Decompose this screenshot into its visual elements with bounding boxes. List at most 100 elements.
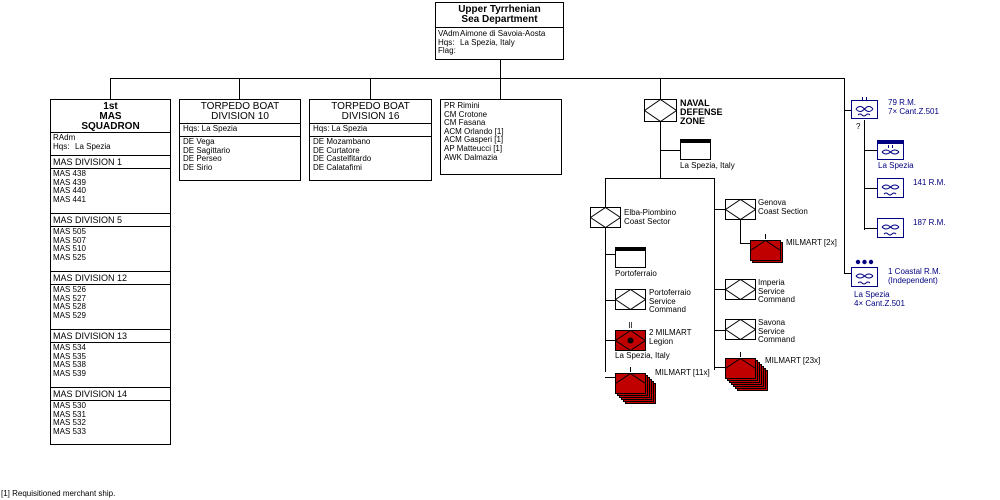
imperia-label: Imperia Service Command	[758, 278, 795, 305]
coastal-squadron-name: 1 Coastal R.M.	[888, 267, 941, 276]
mas-boat: MAS 527	[53, 293, 86, 303]
mas-hq: La Spezia	[75, 141, 111, 151]
root-rank: VAdm	[438, 29, 460, 38]
tb16-title-line-2: DIVISION 16	[341, 111, 400, 122]
milmart-2x-label: MILMART [2x]	[786, 238, 837, 247]
squadron-141-label: 141 R.M.	[913, 178, 946, 187]
milmart-11x-stack-icon	[615, 367, 656, 404]
milmart-legion-icon: II	[615, 321, 647, 351]
torpedo-boat-division-16-box: TORPEDO BOAT DIVISION 16 Hqs: La Spezia …	[309, 99, 432, 181]
root-flag-label: Flag:	[438, 46, 456, 56]
tb16-title: TORPEDO BOAT DIVISION 16	[310, 100, 431, 123]
mas-title-line-1: 1st	[103, 101, 118, 112]
mas-boat: MAS 507	[53, 235, 86, 245]
legion-location: La Spezia, Italy	[615, 351, 670, 360]
mas-rank: RAdm	[53, 133, 76, 142]
mas-boat: MAS 530	[53, 401, 86, 410]
mas-boat: MAS 529	[53, 310, 86, 320]
savona-line-2: Service	[758, 326, 785, 336]
unknown-location-mark: ?	[856, 122, 861, 131]
seaplane-group-location: La Spezia	[878, 161, 914, 170]
savona-service-icon	[725, 319, 756, 340]
mas-title-line-3: SQUADRON	[81, 121, 140, 132]
portoferraio-service-label: Portoferraio Service Command	[649, 288, 691, 315]
mas-boat: MAS 535	[53, 351, 86, 361]
imperia-service-icon	[725, 279, 756, 300]
coastal-squadron-aircraft: 4× Cant.Z.501	[854, 298, 905, 308]
elba-line-1: Elba-Piombino	[624, 208, 677, 217]
elba-piombino-label: Elba-Piombino Coast Sector	[624, 208, 677, 226]
squadron-187-label: 187 R.M.	[913, 218, 946, 227]
independent-ships-box: PR Rimini CM Crotone CM Fasana ACM Orlan…	[440, 99, 562, 175]
genova-line-1: Genova	[758, 198, 787, 207]
seaplane-squadron-187-icon	[877, 218, 904, 238]
mas-boat: MAS 528	[53, 302, 86, 312]
ndz-hq-location: La Spezia, Italy	[680, 161, 735, 170]
genova-label: Genova Coast Section	[758, 198, 808, 216]
savona-line-3: Command	[758, 335, 795, 345]
imperia-line-3: Command	[758, 295, 795, 305]
milmart-23x-label: MILMART [23x]	[765, 356, 821, 365]
mas-boat: MAS 539	[53, 368, 86, 378]
mas-boat: MAS 441	[53, 194, 86, 204]
legion-line-1: 2 MILMART	[649, 328, 692, 337]
independent-ship: CM Fasana	[444, 118, 486, 128]
ndz-title-line-3: ZONE	[680, 116, 706, 126]
pf-service-line-3: Command	[649, 305, 686, 315]
mas-boat: MAS 510	[53, 244, 86, 254]
mas-boat: MAS 505	[53, 227, 86, 236]
mas-boat: MAS 440	[53, 186, 86, 196]
coastal-seaplane-squadron-icon	[851, 259, 878, 287]
tb10-hq: Hqs: La Spezia	[180, 123, 300, 136]
imperia-line-1: Imperia	[758, 278, 785, 287]
root-title-line-1: Upper Tyrrhenian	[458, 4, 541, 15]
milmart-legion-label: 2 MILMART Legion	[649, 328, 692, 346]
tb10-ship: DE Vega	[183, 137, 215, 146]
ndz-title-line-1: NAVAL	[680, 98, 710, 108]
mas-boat: MAS 534	[53, 343, 86, 352]
mas-squadron-box: 1st MAS SQUADRON RAdm Hqs:La Spezia MAS …	[50, 99, 171, 445]
tb16-ship: DE Castelfitardo	[313, 154, 372, 164]
root-hq: La Spezia, Italy	[460, 37, 515, 47]
mas-boat: MAS 439	[53, 177, 86, 187]
legion-size-marker: II	[628, 321, 632, 330]
seaplane-squadron-141-icon	[877, 178, 904, 198]
genova-line-2: Coast Section	[758, 206, 808, 216]
tb10-ship: DE Sagittario	[183, 145, 231, 155]
portoferraio-label: Portoferraio	[615, 269, 657, 278]
torpedo-boat-division-10-box: TORPEDO BOAT DIVISION 10 Hqs: La Spezia …	[179, 99, 301, 181]
mas-boat: MAS 438	[53, 169, 86, 178]
portoferraio-hq-icon	[615, 247, 646, 268]
pf-service-line-1: Portoferraio	[649, 288, 691, 297]
tb10-ship: DE Perseo	[183, 154, 222, 164]
elba-line-2: Coast Sector	[624, 216, 671, 226]
pf-service-line-2: Service	[649, 296, 676, 306]
squadron-79-aircraft: 7× Cant.Z.501	[888, 106, 939, 116]
mas-title: 1st MAS SQUADRON	[51, 100, 170, 132]
naval-defense-zone-icon	[644, 99, 677, 122]
tb16-hq: Hqs: La Spezia	[310, 123, 431, 136]
ndz-title: NAVAL DEFENSE ZONE	[680, 99, 723, 126]
seaplane-group-hq-icon	[877, 140, 904, 160]
milmart-11x-label: MILMART [11x]	[655, 368, 710, 377]
root-title-line-2: Sea Department	[461, 14, 538, 25]
squadron-79-name: 79 R.M.	[888, 98, 917, 107]
tb16-ship-list: DE Mozambano DE Curtatore DE Castelfitar…	[310, 136, 431, 173]
savona-line-1: Savona	[758, 318, 786, 327]
coastal-squadron-details: La Spezia 4× Cant.Z.501	[854, 290, 905, 308]
tb16-ship: DE Mozambano	[313, 137, 371, 146]
portoferraio-service-icon	[615, 289, 646, 310]
seaplane-squadron-79-icon	[851, 97, 878, 119]
mas-title-line-2: MAS	[99, 111, 122, 122]
independent-ship: ACM Orlando [1]	[444, 126, 504, 136]
tb10-ship-list: DE Vega DE Sagittario DE Perseo DE Sirio	[180, 136, 300, 173]
mas-division-header: MAS DIVISION 12	[51, 271, 170, 284]
tb16-title-line-1: TORPEDO BOAT	[331, 101, 410, 112]
independent-ship: CM Crotone	[444, 109, 488, 119]
